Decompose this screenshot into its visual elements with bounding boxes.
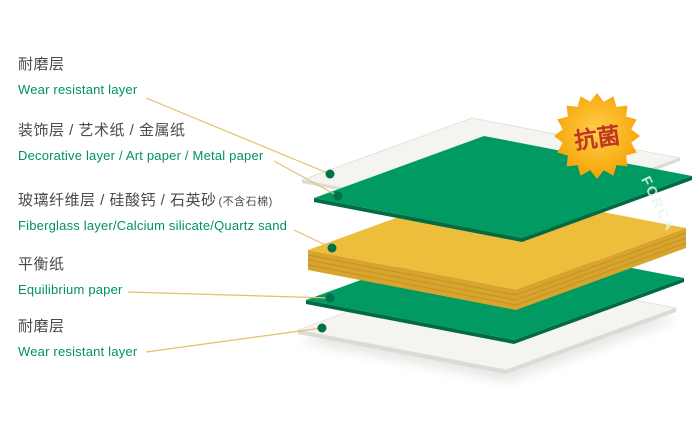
badge-label: 抗菌 xyxy=(573,122,622,154)
badge-star-icon xyxy=(554,93,640,179)
layer-core-side xyxy=(308,228,686,310)
leader-line-wear-top xyxy=(145,97,331,175)
label-en: Equilibrium paper xyxy=(18,281,123,297)
label-cn: 耐磨层 xyxy=(18,56,65,73)
label-cn: 装饰层 / 艺术纸 / 金属纸 xyxy=(18,122,186,139)
label-cn-note: (不含石棉) xyxy=(218,196,273,208)
layer-dot-wear-top xyxy=(325,169,335,179)
label-wear-layer-bottom: 耐磨层 Wear resistant layer xyxy=(18,318,137,359)
layer-dot-decorative xyxy=(333,191,343,201)
label-cn: 耐磨层 xyxy=(18,318,65,335)
antibacterial-badge: 抗菌 xyxy=(554,93,640,179)
label-decorative-layer: 装饰层 / 艺术纸 / 金属纸 Decorative layer / Art p… xyxy=(18,122,263,163)
label-en: Decorative layer / Art paper / Metal pap… xyxy=(18,147,264,163)
label-en: Wear resistant layer xyxy=(18,343,138,359)
layer-core-stripe xyxy=(307,232,687,296)
layer-core-stripe xyxy=(307,237,687,301)
label-equilibrium-paper: 平衡纸 Equilibrium paper xyxy=(18,256,123,297)
label-cn: 玻璃纤维层 / 硅酸钙 / 石英砂 xyxy=(18,192,217,209)
label-fiberglass-layer: 玻璃纤维层 / 硅酸钙 / 石英砂(不含石棉) Fiberglass layer… xyxy=(18,192,287,233)
leader-line-core xyxy=(293,229,333,249)
leader-line-decorative xyxy=(273,160,339,197)
label-cn: 平衡纸 xyxy=(18,256,65,273)
label-en: Wear resistant layer xyxy=(18,81,138,97)
layer-dot-wear-bottom xyxy=(317,323,327,333)
label-wear-layer-top: 耐磨层 Wear resistant layer xyxy=(18,56,137,97)
layer-dot-core xyxy=(327,243,337,253)
layer-core-stripe xyxy=(307,242,687,306)
label-en: Fiberglass layer/Calcium silicate/Quartz… xyxy=(18,217,288,233)
leader-line-wear-bottom xyxy=(145,327,323,353)
leader-line-equilibrium xyxy=(127,291,331,299)
layer-dot-equilibrium xyxy=(325,293,335,303)
